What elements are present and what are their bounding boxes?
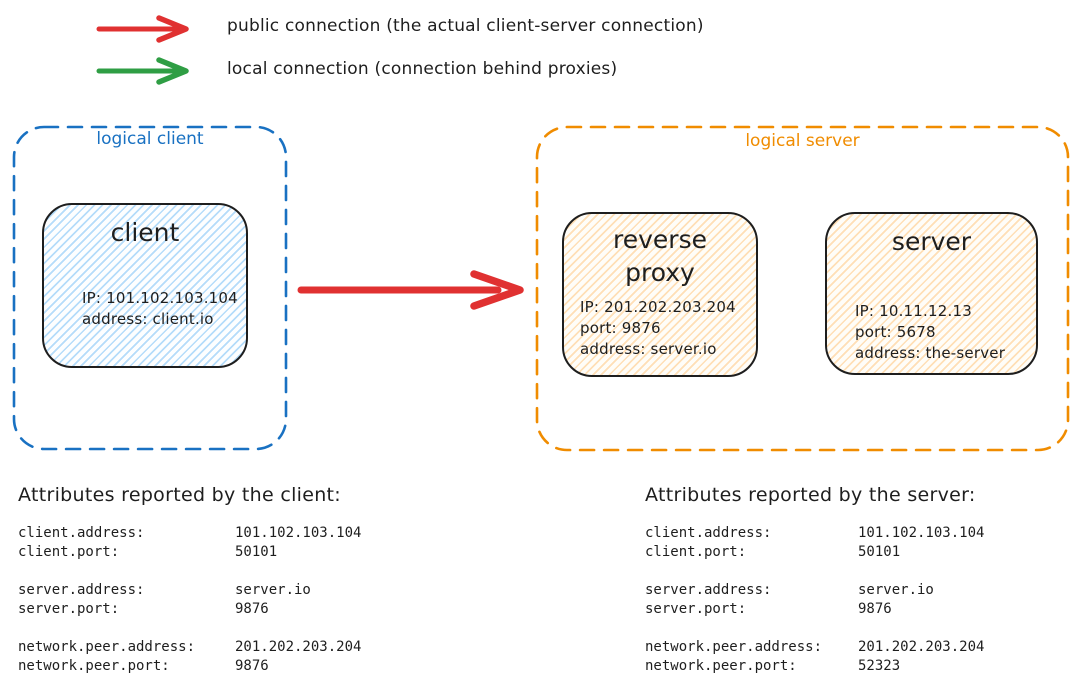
local-connection-arrow-icon [96, 57, 189, 85]
client-to-server-arrow [297, 270, 524, 310]
attr-key: server.port: [18, 600, 120, 617]
client-attributes-title: Attributes reported by the client: [18, 484, 342, 506]
attr-value: 9876 [235, 600, 269, 617]
logical-server-label: logical server [745, 131, 860, 151]
attr-row: network.peer.port: 9876 [18, 657, 361, 676]
reverse-proxy-address: address: server.io [580, 340, 717, 358]
client-attributes-section: Attributes reported by the client: clien… [18, 484, 361, 675]
attr-value: 201.202.203.204 [235, 639, 362, 655]
server-node-title: server [891, 227, 972, 256]
attr-key: client.address: [645, 525, 772, 541]
attr-value: 50101 [858, 543, 901, 560]
reverse-proxy-node: reverse proxy IP: 201.202.203.204 port: … [562, 212, 758, 377]
attr-key: server.address: [18, 582, 145, 598]
attr-value: server.io [235, 582, 311, 598]
server-attributes-list: client.address: 101.102.103.104 client.p… [645, 524, 984, 675]
server-ip: IP: 10.11.12.13 [855, 302, 972, 320]
logical-server-border [535, 125, 1070, 452]
attr-row: network.peer.address: 201.202.203.204 [645, 638, 984, 657]
server-port: port: 5678 [855, 323, 936, 341]
server-attributes-title: Attributes reported by the server: [645, 484, 976, 506]
attr-row: client.port: 50101 [645, 543, 984, 562]
attr-value: 9876 [858, 600, 892, 617]
client-ip: IP: 101.102.103.104 [82, 289, 238, 307]
attr-value: 201.202.203.204 [858, 639, 985, 655]
logical-client-border [12, 125, 288, 451]
attr-row: server.address: server.io [18, 581, 361, 600]
client-address: address: client.io [82, 310, 214, 328]
attr-key: client.port: [645, 543, 747, 560]
attr-row: server.address: server.io [645, 581, 984, 600]
reverse-proxy-details: IP: 201.202.203.204 port: 9876 address: … [580, 298, 736, 361]
attr-key: server.address: [645, 582, 772, 598]
attr-key: network.peer.address: [18, 639, 196, 655]
attr-key: client.address: [18, 525, 145, 541]
attr-row: server.port: 9876 [645, 600, 984, 619]
legend-label-public: public connection (the actual client-ser… [227, 16, 704, 36]
client-node-title: client [110, 218, 180, 247]
attr-key: server.port: [645, 600, 747, 617]
reverse-proxy-port: port: 9876 [580, 319, 661, 337]
attr-key: network.peer.port: [645, 657, 797, 674]
attr-value: 9876 [235, 657, 269, 674]
attr-row: client.address: 101.102.103.104 [645, 524, 984, 543]
reverse-proxy-ip: IP: 201.202.203.204 [580, 298, 736, 316]
reverse-proxy-title: reverse proxy [613, 225, 707, 287]
public-connection-arrow-icon [96, 15, 189, 43]
attr-row: client.address: 101.102.103.104 [18, 524, 361, 543]
client-node: client IP: 101.102.103.104 address: clie… [42, 203, 248, 368]
attr-key: client.port: [18, 543, 120, 560]
attr-value: 50101 [235, 543, 278, 560]
attr-row: client.port: 50101 [18, 543, 361, 562]
attr-row: server.port: 9876 [18, 600, 361, 619]
client-attributes-list: client.address: 101.102.103.104 client.p… [18, 524, 361, 675]
client-node-details: IP: 101.102.103.104 address: client.io [82, 289, 238, 331]
attr-value: server.io [858, 582, 934, 598]
attr-row: network.peer.address: 201.202.203.204 [18, 638, 361, 657]
attr-value: 101.102.103.104 [858, 525, 985, 541]
attr-key: network.peer.address: [645, 639, 823, 655]
server-attributes-section: Attributes reported by the server: clien… [645, 484, 984, 675]
attr-value: 52323 [858, 657, 901, 674]
attr-row: network.peer.port: 52323 [645, 657, 984, 676]
attr-key: network.peer.port: [18, 657, 170, 674]
logical-server-group: logical server reverse proxy IP: 201.202… [535, 125, 1070, 452]
logical-client-group: logical client client IP: 101.102.103.10… [12, 125, 288, 451]
server-address: address: the-server [855, 344, 1006, 362]
server-node: server IP: 10.11.12.13 port: 5678 addres… [825, 212, 1038, 375]
attr-value: 101.102.103.104 [235, 525, 362, 541]
server-node-details: IP: 10.11.12.13 port: 5678 address: the-… [855, 302, 1005, 365]
logical-client-label: logical client [96, 129, 204, 149]
legend-label-local: local connection (connection behind prox… [227, 59, 618, 79]
